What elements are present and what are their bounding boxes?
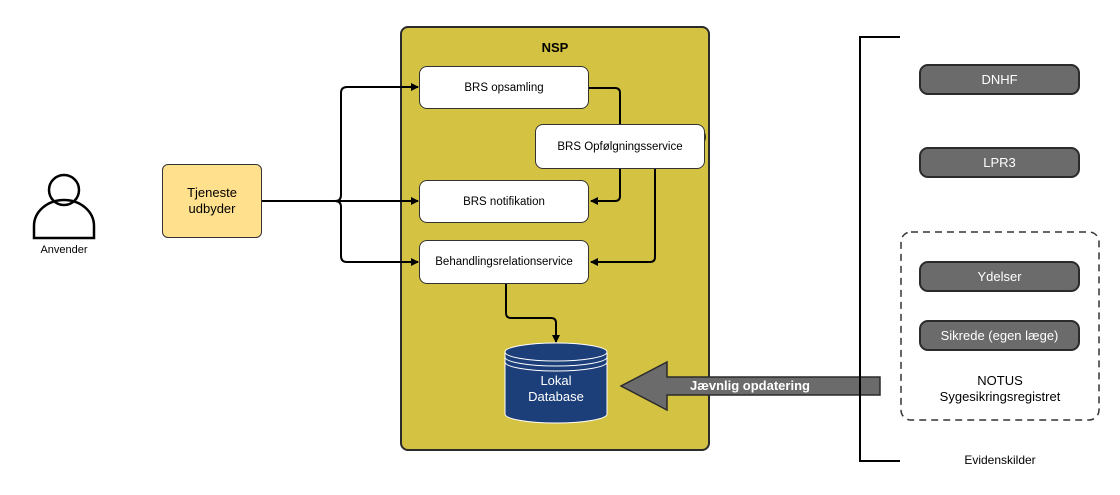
source-sikrede: Sikrede (egen læge) [919,320,1080,351]
update-arrow [619,360,881,412]
service-provider-box: Tjeneste udbyder [162,164,262,238]
user-person-icon [32,173,96,240]
edge-provider-behandling [262,200,419,266]
evidence-bracket [859,36,900,462]
source-ydelser-label: Ydelser [977,269,1022,284]
service-brs-opsamling: BRS opsamling [419,66,589,109]
service-behandlingsrelation-label: Behandlingsrelationservice [435,256,573,268]
provider-label-line1: Tjeneste [187,185,237,200]
service-brs-notifikation: BRS notifikation [419,180,589,223]
notus-group-border [900,231,1100,421]
notus-label: NOTUS Sygesikringsregistret [901,373,1099,405]
user-label: Anvender [40,244,88,256]
provider-label-line2: udbyder [188,201,236,216]
edge-opfolgning-behandling [590,169,656,266]
source-lpr3: LPR3 [919,147,1080,178]
nsp-title: NSP [541,40,569,55]
update-arrow-label: Jævnlig opdatering [690,378,810,393]
database-label: Lokal Database [505,373,607,405]
notus-label-line1: NOTUS [977,373,1023,388]
database-cylinder [504,342,608,424]
database-label-line1: Lokal [540,373,572,388]
source-ydelser: Ydelser [919,261,1080,292]
evidence-sources-label: Evidenskilder [964,453,1036,467]
edge-provider-opsamling [262,83,419,202]
notus-label-line2: Sygesikringsregistret [939,389,1061,404]
source-sikrede-label: Sikrede (egen læge) [940,328,1059,343]
service-brs-notifikation-label: BRS notifikation [463,195,545,208]
database-label-line2: Database [528,389,584,404]
service-brs-opfolgning-label: BRS Opfølgningsservice [557,140,683,153]
service-brs-opfolgning: BRS Opfølgningsservice [535,124,705,169]
service-behandlingsrelation: Behandlingsrelationservice [419,240,589,284]
source-dnhf: DNHF [919,64,1080,95]
edge-behandling-database [505,284,560,343]
source-dnhf-label: DNHF [981,72,1018,87]
source-lpr3-label: LPR3 [983,155,1016,170]
service-brs-opsamling-label: BRS opsamling [464,81,544,94]
